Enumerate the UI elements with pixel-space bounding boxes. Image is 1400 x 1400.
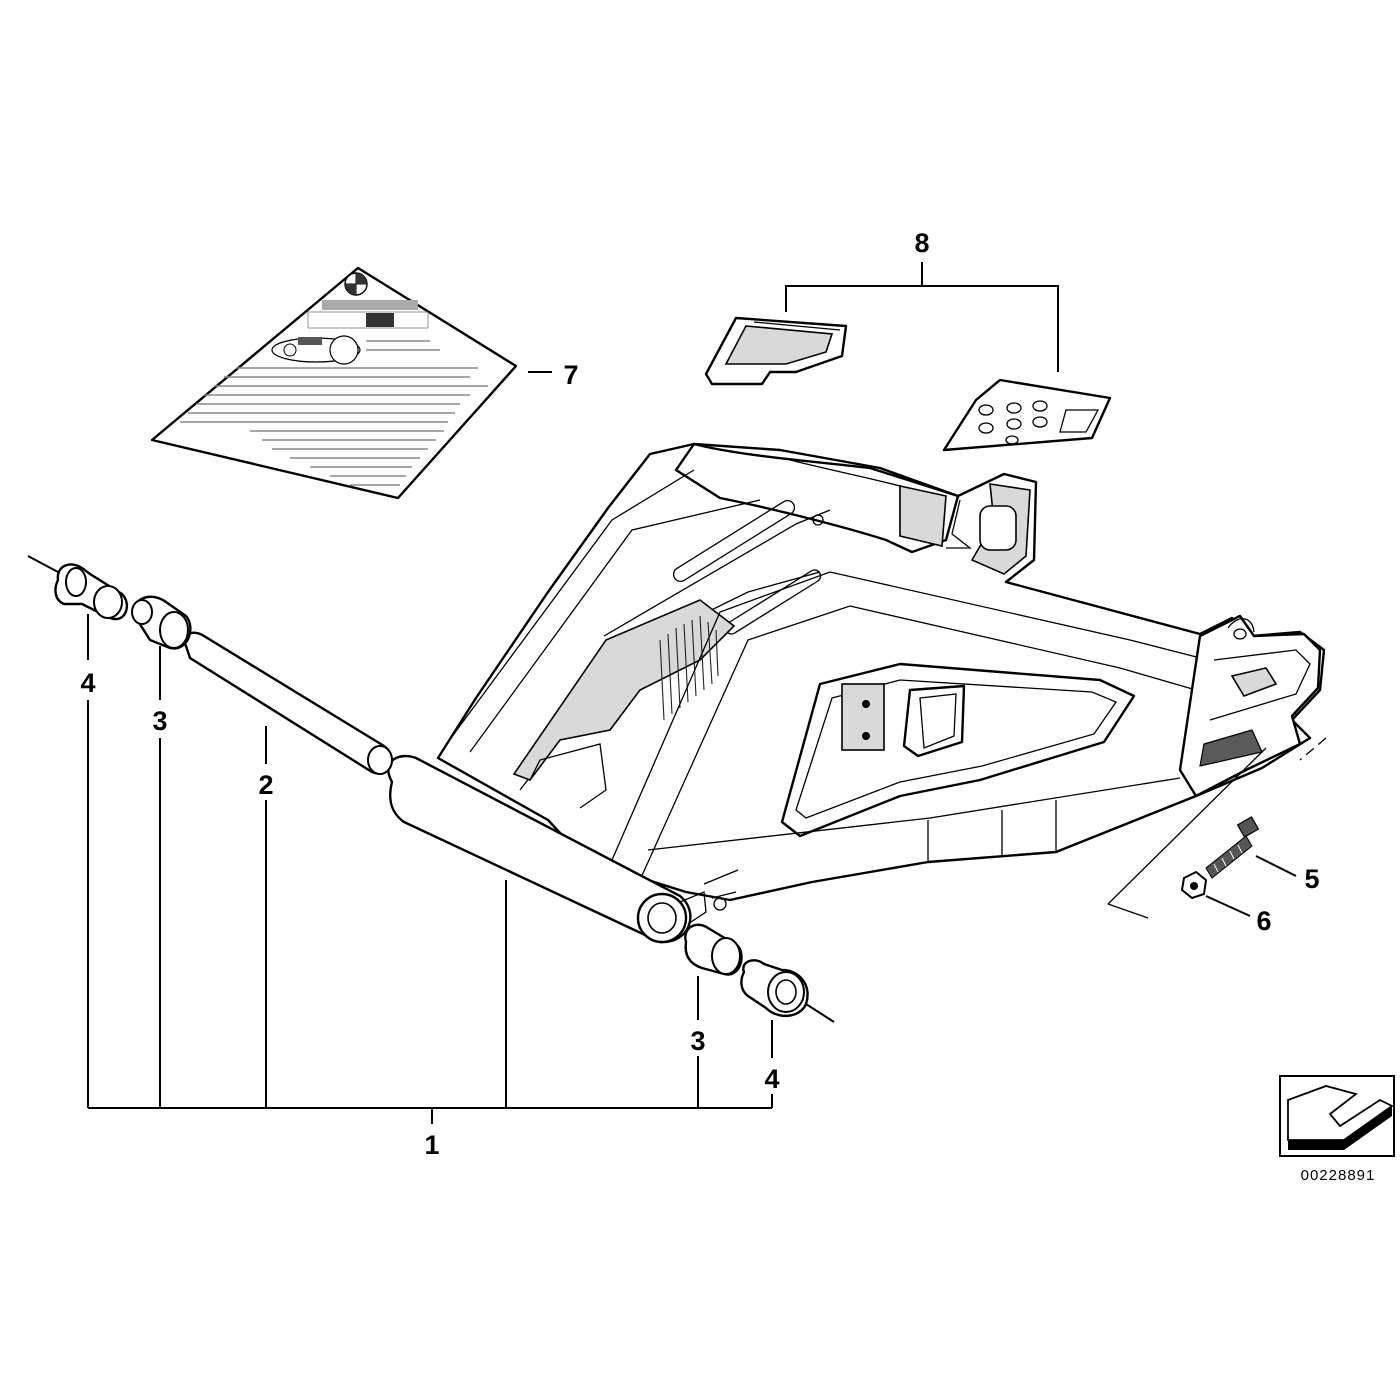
pivot-bushing-left: [131, 595, 192, 650]
protector-pad-upper: [704, 316, 848, 386]
callout-4-right: 4: [764, 1064, 779, 1094]
callout-4-left: 4: [80, 668, 95, 698]
leader-lines: [87, 262, 1297, 1124]
view-direction-box: [1279, 1075, 1395, 1157]
warning-label-decal: [150, 266, 518, 500]
callout-7: 7: [563, 360, 578, 390]
diagram-reference-number: 00228891: [1301, 1167, 1376, 1184]
hex-nut: [1180, 870, 1208, 900]
pivot-cap-right: [740, 959, 835, 1023]
callout-6: 6: [1256, 906, 1271, 936]
adjusting-screw: [1107, 737, 1327, 919]
callout-numbers: 8 7 4 3 2 3 4 1 5 6: [80, 228, 1319, 1160]
pivot-axle-shaft: [183, 631, 393, 775]
protector-pad-lower: [942, 378, 1112, 452]
callout-3-right: 3: [690, 1026, 705, 1056]
callout-3-left: 3: [152, 706, 167, 736]
pivot-cap-left: [27, 555, 129, 621]
callout-8: 8: [914, 228, 929, 258]
callout-1: 1: [424, 1130, 439, 1160]
pivot-bushing-right: [684, 923, 743, 976]
callout-5: 5: [1304, 864, 1319, 894]
swingarm: [387, 442, 1326, 944]
callout-2: 2: [258, 770, 273, 800]
